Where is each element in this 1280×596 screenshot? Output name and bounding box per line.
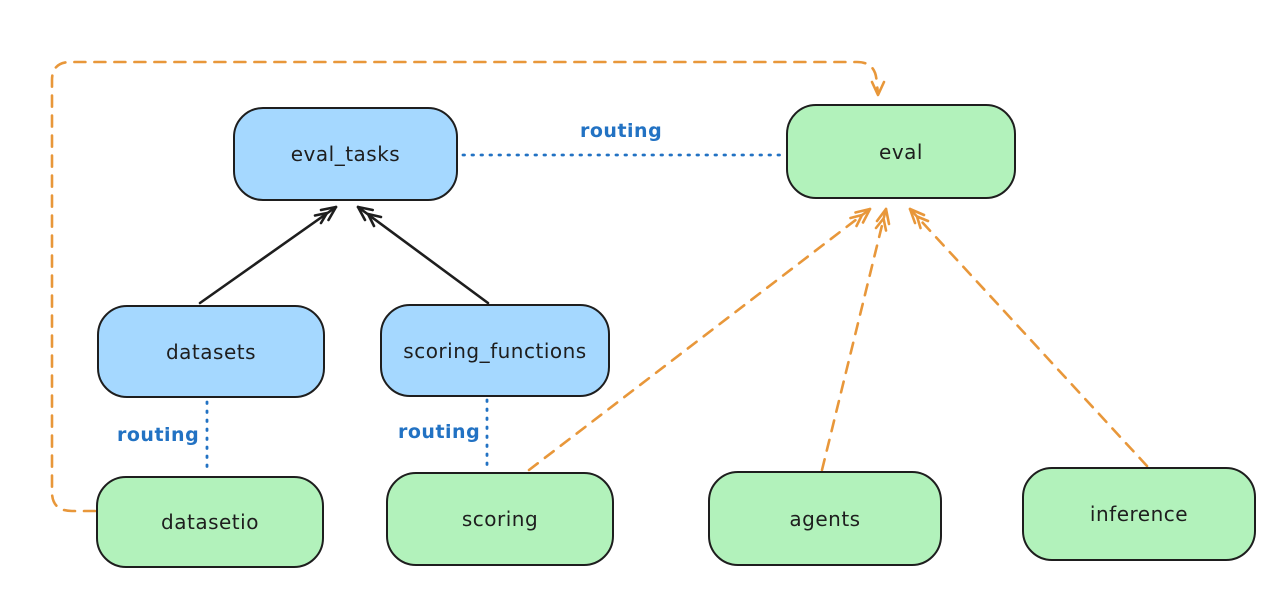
node-scoring[interactable]: scoring xyxy=(386,472,614,566)
node-label: agents xyxy=(789,506,861,531)
arrowhead-icon xyxy=(874,217,888,232)
arrowhead-icon xyxy=(319,205,338,222)
edge-datasetio-to-eval[interactable] xyxy=(50,60,886,513)
edge-label-routing-eval-tasks-eval: routing xyxy=(580,120,663,142)
edge-label-routing-scoring-functions-scoring: routing xyxy=(398,421,481,443)
node-label: eval_tasks xyxy=(290,142,401,166)
arrowhead-icon xyxy=(908,207,926,225)
node-eval[interactable]: eval xyxy=(786,104,1016,199)
arrowhead-icon xyxy=(915,215,930,230)
node-eval-tasks[interactable]: eval_tasks xyxy=(233,107,458,201)
arrowhead-icon xyxy=(875,207,891,226)
node-scoring-functions[interactable]: scoring_functions xyxy=(380,304,610,397)
node-label: datasetio xyxy=(161,510,259,534)
edge-scoring-to-eval[interactable] xyxy=(527,207,872,472)
node-inference[interactable]: inference xyxy=(1022,467,1256,561)
arrowhead-icon xyxy=(854,207,872,224)
edge-scoring-functions-to-eval-tasks[interactable] xyxy=(356,205,490,305)
node-label: eval xyxy=(879,139,923,164)
node-label: scoring xyxy=(461,507,539,531)
node-label: scoring_functions xyxy=(403,338,587,363)
arrowhead-icon xyxy=(356,205,374,222)
arrowhead-icon xyxy=(313,211,329,225)
node-datasets[interactable]: datasets xyxy=(97,305,325,398)
node-agents[interactable]: agents xyxy=(708,471,942,566)
edge-datasets-to-eval-tasks[interactable] xyxy=(198,205,338,305)
edge-inference-to-eval[interactable] xyxy=(908,207,1149,468)
edge-label-routing-datasets-datasetio: routing xyxy=(117,424,200,446)
arrowhead-icon xyxy=(849,213,864,228)
node-label: inference xyxy=(1089,502,1189,526)
arrowhead-icon xyxy=(366,212,383,228)
node-datasetio[interactable]: datasetio xyxy=(96,476,324,568)
edge-agents-to-eval[interactable] xyxy=(820,207,891,472)
arrowhead-icon xyxy=(870,80,886,97)
node-label: datasets xyxy=(165,339,257,364)
